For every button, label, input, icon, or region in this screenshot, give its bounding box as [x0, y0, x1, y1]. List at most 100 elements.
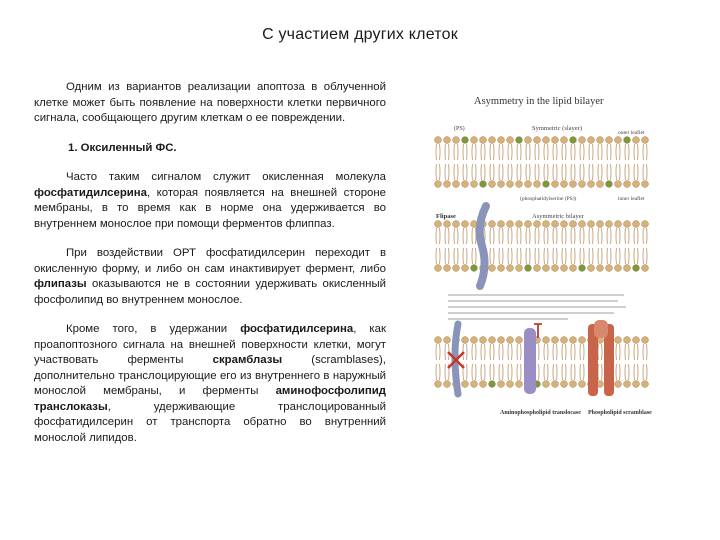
lipid-head [515, 180, 523, 188]
lipid-head [434, 264, 442, 272]
lipid-head [479, 136, 487, 144]
lipid-head [569, 180, 577, 188]
lipid-tail [435, 363, 441, 381]
label-aminophospholipid-text: Aminophospholipid translocase [500, 410, 581, 416]
lipid-tail [561, 227, 567, 245]
lipid-tail [462, 363, 468, 381]
lipid-tail [570, 343, 576, 361]
lipid-head [641, 380, 649, 388]
lipid-tail [498, 343, 504, 361]
lipid-head [533, 220, 541, 228]
lipid-tail [489, 163, 495, 181]
lipid-tail [453, 143, 459, 161]
lipid-head [434, 220, 442, 228]
lipid-head [605, 136, 613, 144]
lipid-tail [552, 227, 558, 245]
lipid-tail [516, 143, 522, 161]
lipid-tail [462, 143, 468, 161]
asymmetric-bilayer [434, 202, 649, 290]
lipid-tail [453, 247, 459, 265]
lipid-tail [489, 247, 495, 265]
text-span: , удерживающие транслоцированный фосфати… [34, 400, 386, 444]
text-span: , как проапоптозного сигнала на внешней … [34, 323, 386, 366]
lipid-tail [498, 247, 504, 265]
lipid-head [578, 180, 586, 188]
lipid-tail [588, 247, 594, 265]
lipid-tail [489, 227, 495, 245]
label-phosphatidylserine: (phosphatidylserine (PS)) [520, 195, 577, 202]
text-span: оказываются не в состоянии удерживать ок… [34, 278, 386, 306]
lipid-head [506, 264, 514, 272]
lipid-tail [597, 247, 603, 265]
lipid-head [578, 136, 586, 144]
lipid-tail [561, 143, 567, 161]
flipase-inhibited [451, 320, 462, 398]
lipid-head [614, 380, 622, 388]
lipid-tail [534, 227, 540, 245]
lipid-head [434, 336, 442, 344]
lipid-tail [588, 163, 594, 181]
lipid-head [542, 180, 550, 188]
lipid-head [515, 220, 523, 228]
lipid-tail [588, 227, 594, 245]
text-span: (scramblases), дополнительно транслоциру… [34, 354, 386, 397]
lipid-head [515, 264, 523, 272]
lipid-head [497, 380, 505, 388]
lipid-tail [624, 163, 630, 181]
lipid-tail [507, 163, 513, 181]
lipid-head [560, 380, 568, 388]
lipid-tail [435, 143, 441, 161]
lipid-head [452, 264, 460, 272]
lipid-tail [498, 227, 504, 245]
lipid-tail [642, 343, 648, 361]
lipid-tail [633, 247, 639, 265]
lipid-head [461, 220, 469, 228]
lipid-tail [633, 363, 639, 381]
translocase-protein [524, 328, 536, 394]
lipid-head [614, 180, 622, 188]
lipid-tail [615, 227, 621, 245]
label-inner-leaflet: inner leaflet [618, 195, 645, 202]
lipid-tail [525, 227, 531, 245]
lipid-head [524, 220, 532, 228]
lipid-head [443, 264, 451, 272]
lipid-tail [462, 163, 468, 181]
label-flipase: Flipase [436, 213, 456, 220]
lipid-tail [525, 247, 531, 265]
lipid-head [461, 180, 469, 188]
lipid-tail [561, 247, 567, 265]
lipid-head [470, 336, 478, 344]
lipid-tail [579, 247, 585, 265]
flipase-protein [475, 202, 490, 290]
lipid-tail [570, 247, 576, 265]
lipid-head [443, 336, 451, 344]
lipid-head [578, 380, 586, 388]
lipid-tail [579, 343, 585, 361]
lipid-head [560, 180, 568, 188]
lipid-tail [615, 343, 621, 361]
text-span: Кроме того, в удержании [66, 323, 241, 335]
lipid-head [488, 220, 496, 228]
lipid-tail [480, 163, 486, 181]
lipid-tail [480, 143, 486, 161]
slide-title: С участием других клеток [262, 26, 458, 43]
lipid-tail [561, 163, 567, 181]
lipid-head [551, 380, 559, 388]
lipid-tail [579, 163, 585, 181]
lipid-tail [615, 143, 621, 161]
lipid-tail [606, 163, 612, 181]
lipid-tail [579, 227, 585, 245]
lipid-tail [606, 227, 612, 245]
lipid-head [551, 336, 559, 344]
lipid-tail [516, 343, 522, 361]
lipid-head [623, 220, 631, 228]
lipid-head [515, 336, 523, 344]
lipid-tail [543, 227, 549, 245]
lipid-tail [615, 247, 621, 265]
lipid-tail [516, 247, 522, 265]
lipid-head [443, 180, 451, 188]
lipid-head [470, 264, 478, 272]
lipid-head [434, 136, 442, 144]
paragraph-signal: Часто таким сигналом служит окисленная м… [34, 170, 386, 232]
lipid-head [470, 136, 478, 144]
